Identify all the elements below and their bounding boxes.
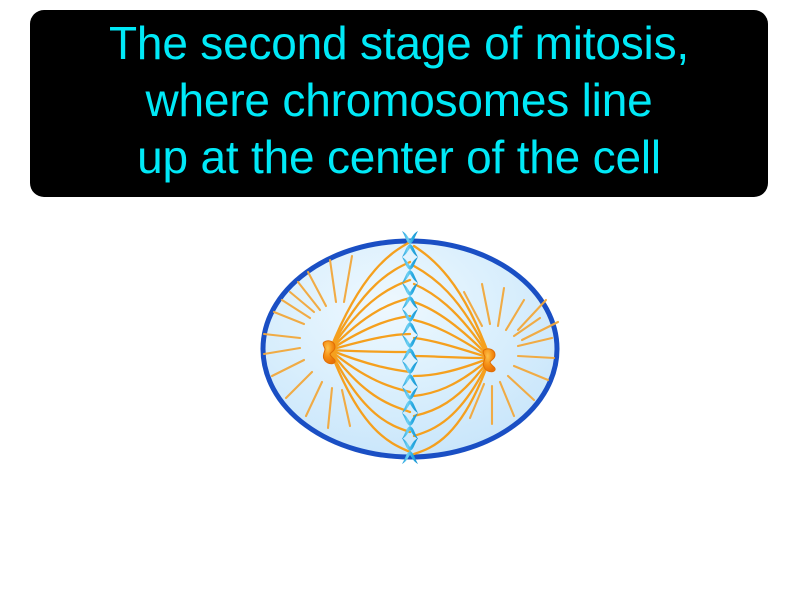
astral-rays-right: [462, 282, 560, 426]
chromosome: [402, 438, 418, 464]
chromosome: [402, 413, 418, 439]
chromosome: [402, 387, 418, 413]
definition-banner: The second stage of mitosis, where chrom…: [30, 10, 768, 197]
definition-line-2: where chromosomes line: [145, 74, 653, 126]
spindle-fibers-right: [412, 244, 492, 456]
centrosome-right: [482, 348, 496, 373]
chromosome: [402, 361, 418, 387]
astral-rays-left: [262, 254, 354, 430]
chromosome-plate: [402, 231, 418, 464]
chromosome: [402, 231, 418, 257]
chromosome: [402, 257, 418, 283]
chromosome: [402, 335, 418, 361]
metaphase-cell-diagram: [252, 230, 568, 470]
centrosome-left: [322, 340, 336, 365]
chromosome: [402, 283, 418, 309]
definition-line-3: up at the center of the cell: [137, 131, 661, 183]
chromosome: [402, 309, 418, 335]
definition-line-1: The second stage of mitosis,: [109, 17, 689, 69]
